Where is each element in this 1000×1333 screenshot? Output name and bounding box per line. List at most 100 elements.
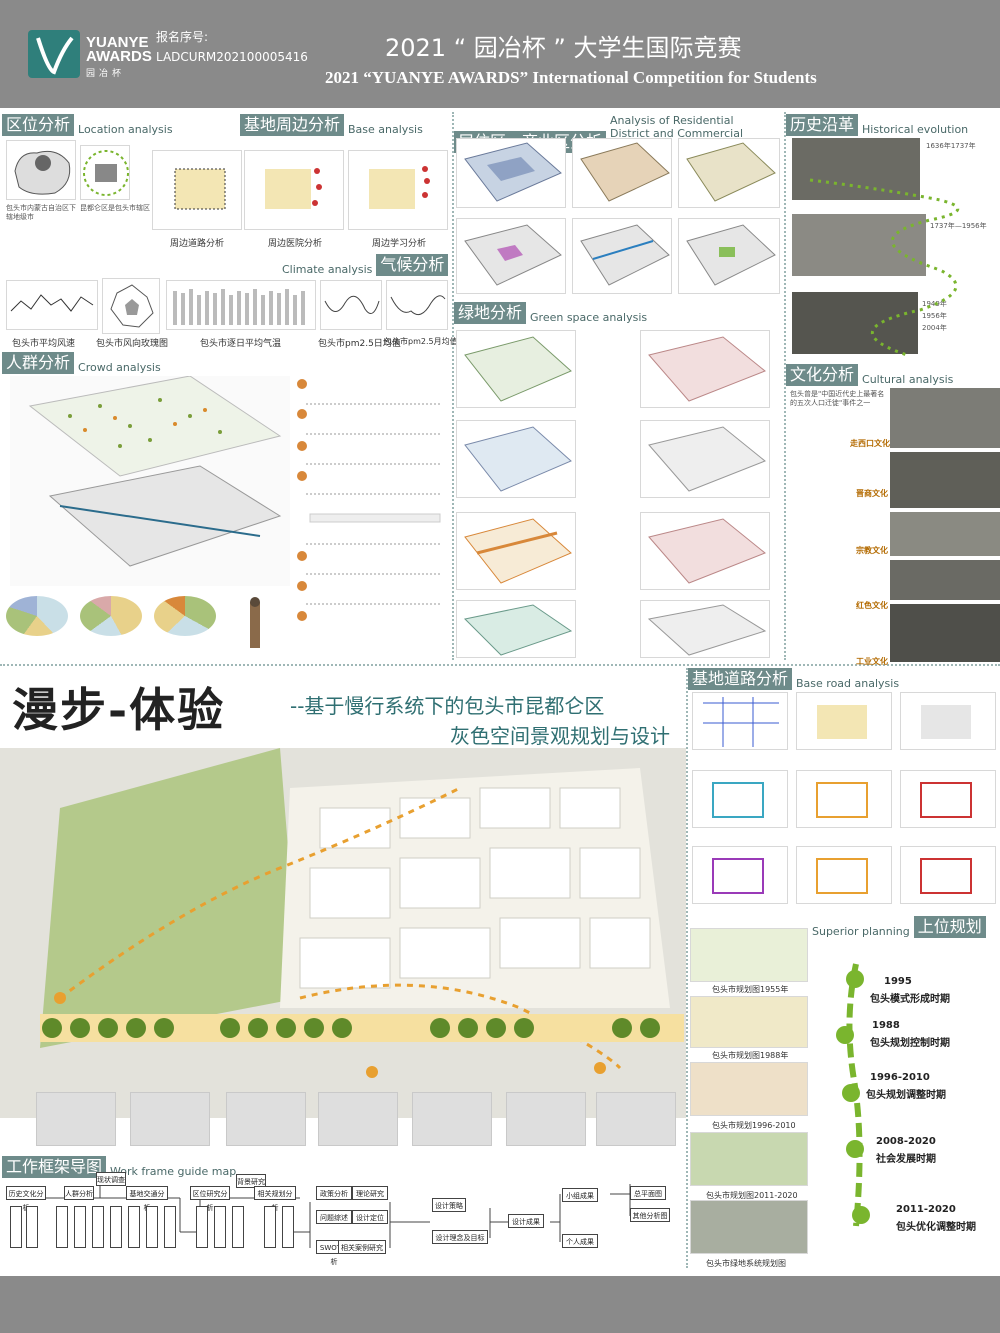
plan-map-1996 bbox=[690, 1062, 808, 1116]
culture-photo bbox=[890, 388, 1000, 448]
framework-vbox bbox=[214, 1206, 226, 1248]
culture-label: 晋商文化 bbox=[856, 489, 888, 498]
road-map-8 bbox=[796, 846, 892, 904]
sketch-photo bbox=[130, 1092, 210, 1146]
framework-box: 个人成果 bbox=[562, 1234, 598, 1248]
section-climate: Climate analysis 气候分析 bbox=[282, 254, 449, 276]
plan-map-green bbox=[690, 1200, 808, 1254]
caption: 包头市逐日平均气温 bbox=[200, 339, 282, 349]
framework-vbox bbox=[232, 1206, 244, 1248]
framework-vbox bbox=[26, 1206, 38, 1248]
divider bbox=[0, 664, 1000, 666]
sketch-photo bbox=[318, 1092, 398, 1146]
timeline-dot bbox=[836, 1026, 854, 1044]
registration-number: LADCURM202100005416 bbox=[156, 50, 308, 64]
framework-vbox bbox=[146, 1206, 158, 1248]
culture-photo bbox=[890, 560, 1000, 600]
history-year: 1636年1737年 bbox=[926, 142, 976, 150]
section-history: 历史沿革 Historical evolution bbox=[786, 114, 968, 136]
tree-strip bbox=[40, 1014, 684, 1042]
road-map-2 bbox=[796, 692, 892, 750]
section-base: 基地周边分析 Base analysis bbox=[240, 114, 423, 136]
section-green: 绿地分析 Green space analysis bbox=[454, 302, 647, 324]
section-location: 区位分析 Location analysis bbox=[2, 114, 173, 136]
section-crowd: 人群分析 Crowd analysis bbox=[2, 352, 161, 374]
timeline-year: 1988 bbox=[872, 1020, 900, 1031]
school-map bbox=[348, 150, 448, 230]
residential-axo-2 bbox=[572, 138, 672, 208]
subtitle-1: --基于慢行系统下的包头市昆都仑区 bbox=[290, 694, 605, 718]
plan-caption: 包头市规划图2011-2020 bbox=[706, 1191, 798, 1200]
section-framework: 工作框架导图 Work frame guide map bbox=[2, 1156, 236, 1178]
green-axo-6 bbox=[640, 512, 770, 590]
road-map-6 bbox=[900, 770, 996, 828]
logo-wordmark: YUANYE AWARDS bbox=[86, 34, 152, 65]
wind-speed-chart bbox=[6, 280, 98, 330]
framework-vbox bbox=[56, 1206, 68, 1248]
plan-map-2011 bbox=[690, 1132, 808, 1186]
history-photo-2 bbox=[792, 214, 926, 276]
history-year: 1737年—1956年 bbox=[930, 222, 987, 230]
plan-map-1955 bbox=[690, 928, 808, 982]
framework-box: 问题综述 bbox=[316, 1210, 352, 1224]
timeline-dot bbox=[846, 970, 864, 988]
road-map-4 bbox=[692, 770, 788, 828]
timeline-text: 社会发展时期 bbox=[876, 1154, 936, 1165]
culture-label: 工业文化 bbox=[856, 657, 888, 666]
crowd-timeline bbox=[296, 374, 446, 644]
framework-vbox bbox=[110, 1206, 122, 1248]
yuanye-logo-icon bbox=[28, 30, 80, 78]
green-axo-1 bbox=[456, 330, 576, 408]
framework-box: 相关案例研究 bbox=[338, 1240, 386, 1254]
crowd-pie-1 bbox=[6, 596, 68, 636]
green-axo-4 bbox=[640, 420, 770, 498]
timeline-text: 包头模式形成时期 bbox=[870, 994, 950, 1005]
location-text: 昆都仑区是包头市辖区 bbox=[80, 204, 150, 212]
history-path bbox=[809, 178, 960, 358]
plan-caption: 包头市规划图1955年 bbox=[712, 985, 789, 994]
framework-box: 区位研究分析 bbox=[190, 1186, 230, 1212]
header-banner: YUANYE AWARDS 园冶杯 报名序号: LADCURM202100005… bbox=[0, 0, 1000, 108]
sketch-photo bbox=[36, 1092, 116, 1146]
location-text: 包头市内蒙古自治区下辖地级市 bbox=[6, 204, 76, 221]
sketch-photo bbox=[412, 1092, 492, 1146]
culture-label: 红色文化 bbox=[856, 601, 888, 610]
plan-caption: 包头市绿地系统规划图 bbox=[706, 1259, 786, 1268]
timeline-dot bbox=[842, 1084, 860, 1102]
framework-vbox bbox=[74, 1206, 86, 1248]
culture-photo bbox=[890, 452, 1000, 508]
culture-photo bbox=[890, 604, 1000, 662]
divider bbox=[784, 112, 786, 660]
framework-box: 政策分析 bbox=[316, 1186, 352, 1200]
section-culture: 文化分析 Cultural analysis bbox=[786, 364, 953, 386]
caption: 包头市风向玫瑰图 bbox=[96, 339, 169, 349]
china-map bbox=[6, 140, 76, 200]
sketch-photo bbox=[596, 1092, 676, 1146]
framework-box: 背景研究 bbox=[236, 1174, 266, 1188]
framework-box: 设计定位 bbox=[352, 1210, 388, 1224]
green-axo-8 bbox=[640, 600, 770, 658]
caption: 包头市pm2.5日均值 bbox=[318, 339, 401, 349]
culture-photo bbox=[890, 512, 1000, 556]
subtitle-2: 灰色空间景观规划与设计 bbox=[450, 724, 670, 748]
masterplan-rendering bbox=[0, 748, 686, 1118]
framework-box: 设计策略 bbox=[432, 1198, 466, 1212]
road-map bbox=[152, 150, 242, 230]
framework-box: 设计成果 bbox=[508, 1214, 544, 1228]
caption: 包头市平均风速 bbox=[12, 339, 76, 349]
framework-box: 设计理念及目标 bbox=[432, 1230, 488, 1244]
hospital-map bbox=[244, 150, 344, 230]
road-map-9 bbox=[900, 846, 996, 904]
footer-banner bbox=[0, 1276, 1000, 1333]
culture-text: 包头曾是"中国近代史上最著名的五次人口迁徙"事件之一 bbox=[790, 390, 885, 407]
framework-box: 其他分析图 bbox=[630, 1208, 670, 1222]
divider bbox=[452, 112, 454, 660]
sketch-photo bbox=[226, 1092, 306, 1146]
framework-vbox bbox=[196, 1206, 208, 1248]
green-axo-5 bbox=[456, 512, 576, 590]
framework-box: 相关规划分析 bbox=[254, 1186, 296, 1212]
framework-box: 小组成果 bbox=[562, 1188, 598, 1202]
green-axo-7 bbox=[456, 600, 576, 658]
timeline-dot bbox=[852, 1206, 870, 1224]
commercial-axo-1 bbox=[456, 218, 566, 294]
